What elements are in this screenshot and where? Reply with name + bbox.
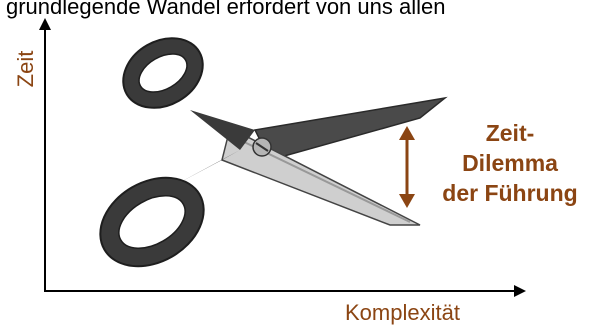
scissors-icon [84, 24, 445, 284]
dilemma-label: Zeit- Dilemma der Führung [420, 118, 600, 208]
double-arrow-icon [399, 126, 415, 208]
dilemma-line-2: Dilemma [420, 148, 600, 178]
dilemma-line-3: der Führung [420, 178, 600, 208]
x-axis-label: Komplexität [345, 300, 460, 326]
y-axis-label: Zeit [13, 39, 39, 99]
dilemma-line-1: Zeit- [420, 118, 600, 148]
